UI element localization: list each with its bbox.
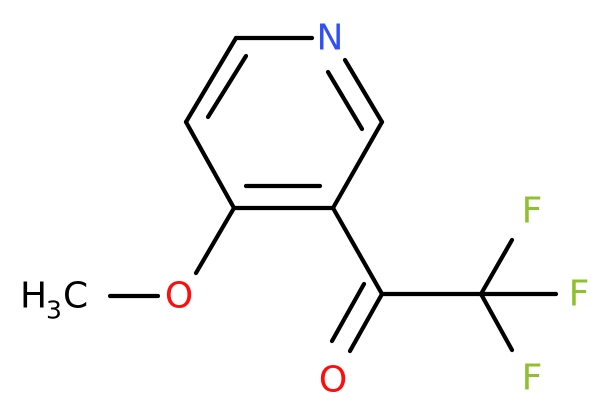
bond-n-c6 bbox=[342, 57, 385, 125]
atom-fluorine-bottom: F bbox=[522, 358, 543, 399]
bond-c3-c2 bbox=[183, 35, 239, 125]
bond-c3-c2-inner bbox=[205, 53, 249, 120]
atom-nitrogen: N bbox=[317, 18, 344, 59]
bond-c4-c3 bbox=[183, 119, 237, 211]
methyl-subscript: 3 bbox=[46, 296, 62, 325]
bond-carbonyl-o-a bbox=[347, 291, 385, 354]
atom-oxygen-carbonyl: O bbox=[319, 360, 347, 401]
bond-c5-carbonyl bbox=[330, 205, 385, 297]
methyl-hydrogen: H bbox=[20, 276, 47, 317]
atom-fluorine-right: F bbox=[569, 274, 590, 315]
bond-cf3-f-top bbox=[478, 237, 515, 297]
methyl-carbon: C bbox=[63, 276, 88, 317]
bond-c4-o bbox=[193, 205, 237, 276]
bond-n-c6-inner bbox=[325, 69, 365, 132]
bond-cf3-f-bottom bbox=[478, 291, 515, 353]
atom-oxygen-methoxy: O bbox=[165, 276, 193, 317]
bond-c6-c5 bbox=[330, 119, 385, 211]
bond-carbonyl-o-b bbox=[329, 281, 367, 344]
atom-fluorine-top: F bbox=[522, 191, 543, 232]
